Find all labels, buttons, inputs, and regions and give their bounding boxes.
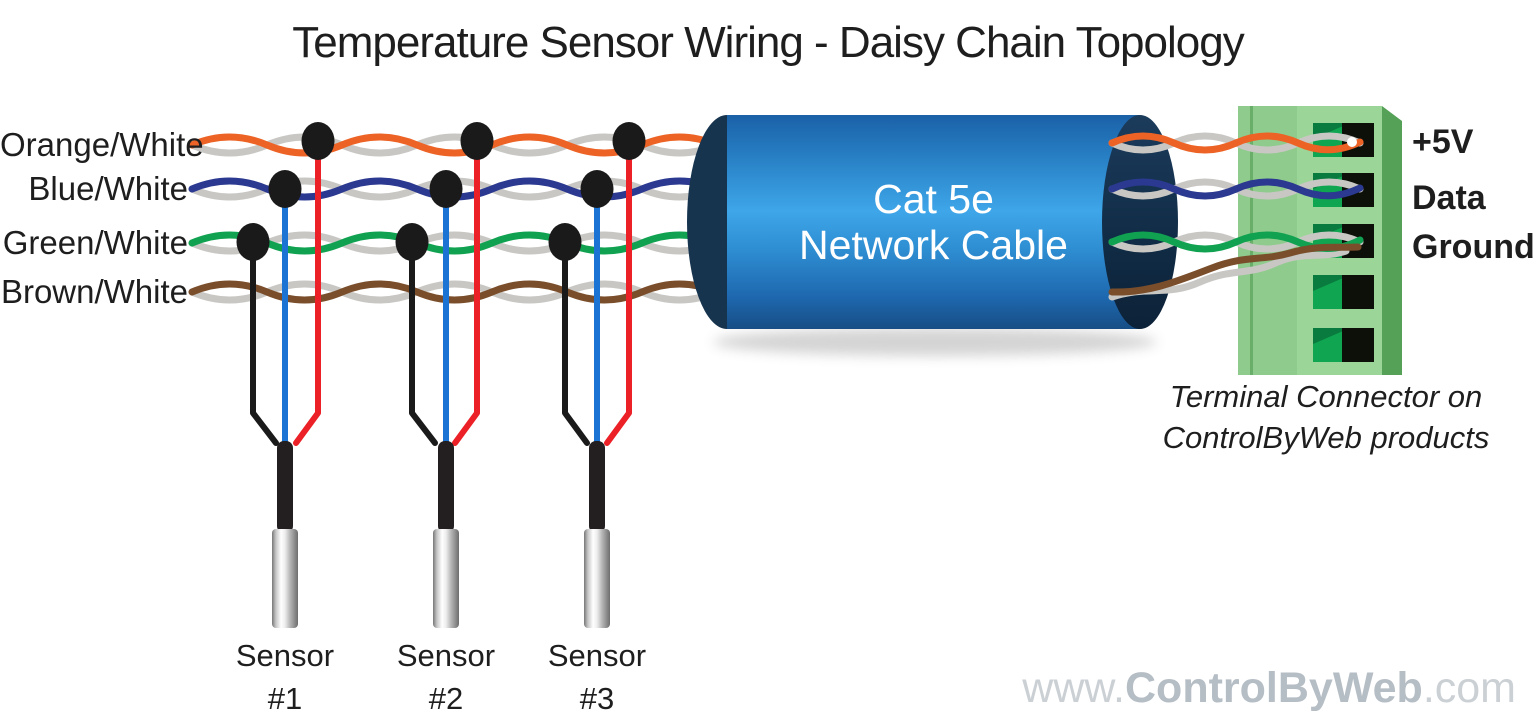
terminal-clamp-shadow bbox=[1313, 328, 1350, 344]
sensor-2-number: #2 bbox=[428, 681, 464, 716]
terminal-label-data: Data bbox=[1412, 179, 1486, 217]
blue-wire-right bbox=[1108, 178, 1364, 200]
sensor-2-name: Sensor bbox=[396, 638, 496, 673]
cable-label-line1: Cat 5e bbox=[873, 176, 994, 222]
sensor-3-name: Sensor bbox=[547, 638, 647, 673]
cable-label-line2: Network Cable bbox=[799, 222, 1068, 268]
watermark-prefix: www. bbox=[1022, 664, 1125, 712]
sensor-cable-sleeves bbox=[277, 441, 605, 533]
sensor-1-number: #1 bbox=[267, 681, 303, 716]
terminal-hole bbox=[1342, 275, 1374, 309]
terminal-label-5v: +5V bbox=[1412, 123, 1474, 161]
sensor-1-name: Sensor bbox=[235, 638, 335, 673]
cable-label: Cat 5e Network Cable bbox=[727, 176, 1140, 268]
terminal-seam bbox=[1250, 106, 1253, 375]
green-wire-left bbox=[188, 231, 721, 255]
terminal-hole bbox=[1342, 328, 1374, 362]
junction-dots bbox=[236, 122, 646, 261]
wire-label-blue-white: Blue/White bbox=[28, 170, 188, 207]
twisted-pair-gray-left bbox=[188, 133, 721, 304]
cable-right-opening bbox=[1102, 115, 1178, 329]
terminal-caption-line2: ControlByWeb products bbox=[1162, 420, 1490, 455]
watermark-suffix: .com bbox=[1422, 664, 1516, 712]
sensor-2-label: Sensor #2 bbox=[376, 634, 516, 720]
terminal-label-ground: Ground bbox=[1412, 228, 1535, 266]
wire-label-brown-white: Brown/White bbox=[0, 273, 188, 310]
sensor-blue-wires bbox=[282, 187, 600, 449]
sensor-probes bbox=[272, 529, 610, 628]
orange-wire-right bbox=[1108, 132, 1364, 154]
terminal-caption-line1: Terminal Connector on bbox=[1169, 379, 1483, 414]
brown-wire-left bbox=[188, 280, 721, 304]
terminal-caption: Terminal Connector on ControlByWeb produ… bbox=[1150, 376, 1502, 458]
terminal-clamp-shadow bbox=[1313, 275, 1350, 291]
sensor-black-wires bbox=[250, 240, 590, 446]
terminal-side-edge bbox=[1382, 106, 1402, 375]
watermark: www.ControlByWeb.com bbox=[1022, 664, 1516, 713]
cable-shadow bbox=[713, 328, 1157, 356]
diagram-title: Temperature Sensor Wiring - Daisy Chain … bbox=[292, 18, 1244, 67]
sensor-3-label: Sensor #3 bbox=[527, 634, 667, 720]
wire-label-orange-white: Orange/White bbox=[0, 126, 204, 163]
sensor-red-wires bbox=[293, 140, 632, 446]
watermark-brand: ControlByWeb bbox=[1125, 664, 1423, 712]
wire-label-green-white: Green/White bbox=[2, 224, 188, 261]
sensor-1-label: Sensor #1 bbox=[215, 634, 355, 720]
sensor-3-number: #3 bbox=[579, 681, 615, 716]
cable-jacket bbox=[727, 115, 1140, 329]
brown-wire-right bbox=[1108, 243, 1362, 296]
wire-tip bbox=[1347, 137, 1357, 147]
